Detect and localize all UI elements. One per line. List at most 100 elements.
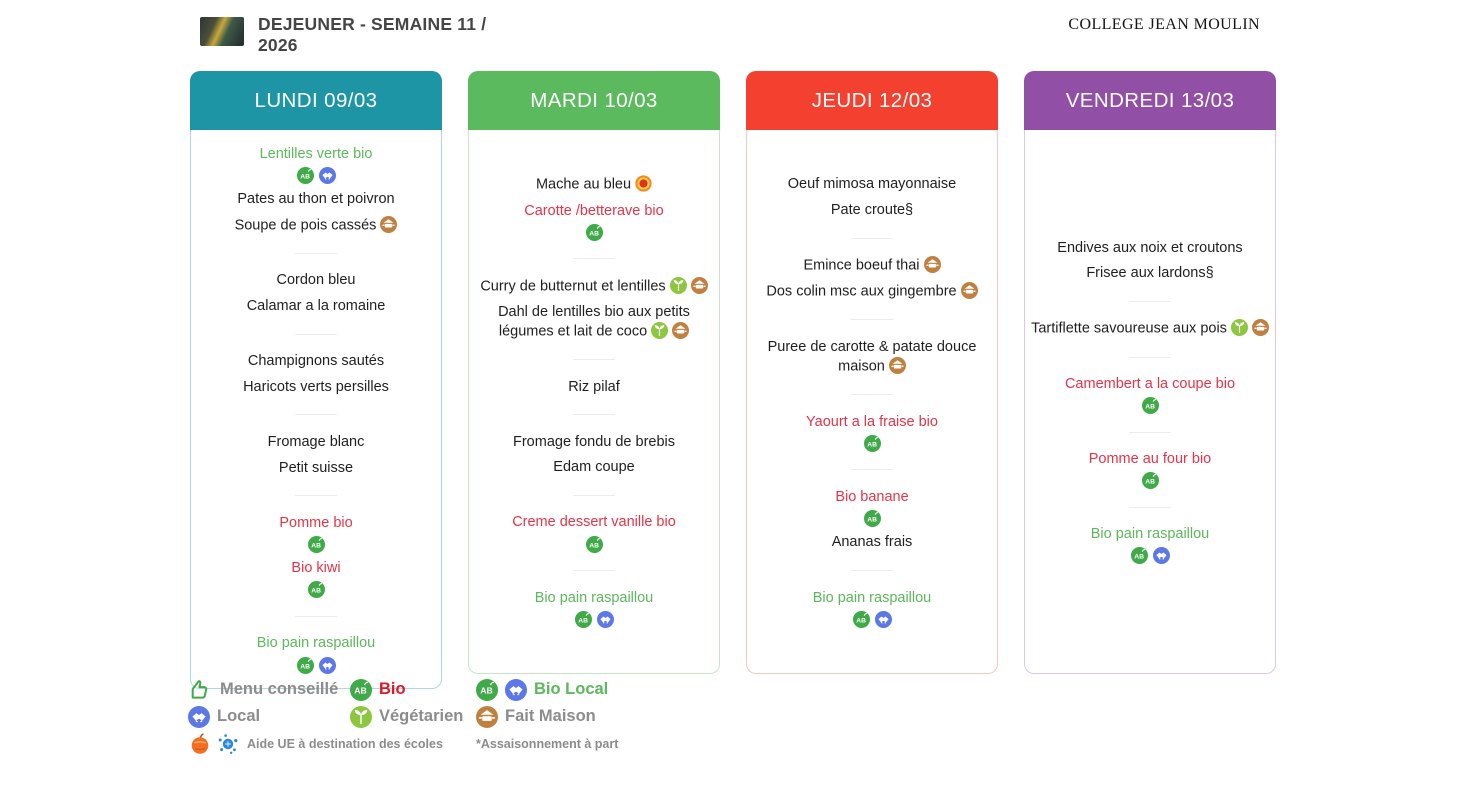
menu-item: Endives aux noix et croutons — [1028, 239, 1272, 258]
bio-icon: AB — [585, 535, 603, 553]
item-icons: AB — [194, 656, 438, 674]
menu-item-label: Pates au thon et poivron — [237, 191, 395, 208]
menu-item-label: Mache au bleu — [535, 176, 632, 193]
menu-item: Tartiflette savoureuse aux pois — [1028, 319, 1272, 339]
menu-item: Riz pilaf — [472, 378, 716, 397]
group-divider — [295, 333, 337, 335]
menu-item-label: Pomme bio — [279, 514, 353, 531]
legend-label: Fait Maison — [505, 707, 596, 725]
bio-icon: AB — [1130, 547, 1148, 565]
group-divider — [573, 359, 615, 360]
fait-maison-icon — [923, 256, 941, 274]
svg-text:AB: AB — [589, 542, 599, 549]
menu-item-label: Bio pain raspaillou — [812, 589, 932, 606]
item-icons: AB — [1028, 397, 1272, 415]
local-icon — [318, 656, 336, 674]
menu-item-label: Ananas frais — [831, 534, 913, 551]
menu-item: Champignons sautés — [194, 352, 438, 371]
menu-item-label: Lentilles verte bio — [259, 145, 373, 162]
menu-item: Fromage blanc — [194, 433, 438, 452]
menu-item: Ananas frais — [750, 533, 994, 552]
item-icons: AB — [472, 610, 716, 628]
bio-icon: AB — [585, 223, 603, 241]
veg-icon — [651, 321, 669, 339]
legend-label: Végétarien — [379, 707, 464, 725]
svg-text:AB: AB — [300, 173, 310, 180]
svg-text:AB: AB — [1145, 403, 1155, 410]
group-divider — [295, 252, 337, 254]
menu-item-label: Champignons sautés — [247, 353, 385, 370]
menu-item-label: Curry de butternut et lentilles — [480, 278, 666, 295]
item-icons: AB — [194, 535, 438, 553]
menu-item-label: Soupe de pois cassés — [234, 217, 377, 234]
veg-icon — [669, 276, 687, 294]
assaisonnement-note: *Assaisonnement à part — [476, 736, 619, 751]
menu-item: Cordon bleu — [194, 271, 438, 290]
menu-item: Dahl de lentilles bio aux petits légumes… — [472, 303, 716, 342]
group-divider — [851, 469, 893, 471]
menu-item-label: Tartiflette savoureuse aux pois — [1031, 320, 1227, 337]
legend-label: Bio Local — [534, 680, 609, 698]
menu-item-label: Bio pain raspaillou — [256, 635, 376, 652]
fait-maison-icon — [960, 282, 978, 300]
fait-maison-icon — [380, 215, 398, 233]
menu-item: Dos colin msc aux gingembre — [750, 282, 994, 302]
school-logo — [200, 17, 244, 46]
item-icons: AB — [1028, 472, 1272, 490]
local-icon — [188, 705, 210, 728]
menu-item-label: Pomme au four bio — [1088, 451, 1212, 468]
local-icon — [505, 678, 527, 701]
legend-entry: Fait Maison — [476, 703, 796, 730]
bio-icon: AB — [350, 678, 372, 701]
legend-label: Bio — [379, 680, 406, 698]
bio-icon: AB — [296, 166, 314, 184]
group-divider — [573, 494, 615, 496]
bio-icon: AB — [574, 610, 592, 628]
group-divider — [851, 570, 893, 571]
menu-item-label: Cordon bleu — [276, 272, 356, 289]
bio-icon: AB — [852, 610, 870, 628]
menu-item: Curry de butternut et lentilles — [472, 276, 716, 297]
legend-entry: Menu conseillé — [188, 676, 350, 703]
bio-icon: AB — [1141, 397, 1159, 415]
menu-item: Frisee aux lardons§ — [1028, 264, 1272, 283]
menu-group: Tartiflette savoureuse aux pois — [1028, 313, 1272, 346]
menu-item-label: Creme dessert vanille bio — [512, 514, 676, 531]
menu-item: Puree de carotte & patate douce maison — [750, 338, 994, 377]
group-divider — [295, 615, 337, 617]
local-icon — [318, 166, 336, 184]
page-title: DEJEUNER - SEMAINE 11 / 2026 — [258, 14, 487, 56]
svg-text:AB: AB — [300, 663, 310, 670]
menu-item-label: Petit suisse — [278, 459, 354, 476]
menu-item-label: Carotte /betterave bio — [524, 202, 664, 219]
bio-icon: AB — [863, 434, 881, 452]
aide-ue-icons — [188, 732, 240, 756]
menu-item: Petit suisse — [194, 459, 438, 478]
group-divider — [573, 414, 615, 416]
menu-item-label: Bio pain raspaillou — [534, 589, 654, 606]
menu-item: Oeuf mimosa mayonnaise — [750, 175, 994, 194]
item-icons: AB — [194, 581, 438, 599]
menu-item-label: Haricots verts persilles — [243, 378, 389, 395]
item-icons: AB — [750, 434, 994, 452]
assaisonnement-entry: *Assaisonnement à part — [476, 730, 796, 757]
menu-group: Puree de carotte & patate douce maison — [750, 331, 994, 383]
svg-text:AB: AB — [1134, 554, 1144, 561]
